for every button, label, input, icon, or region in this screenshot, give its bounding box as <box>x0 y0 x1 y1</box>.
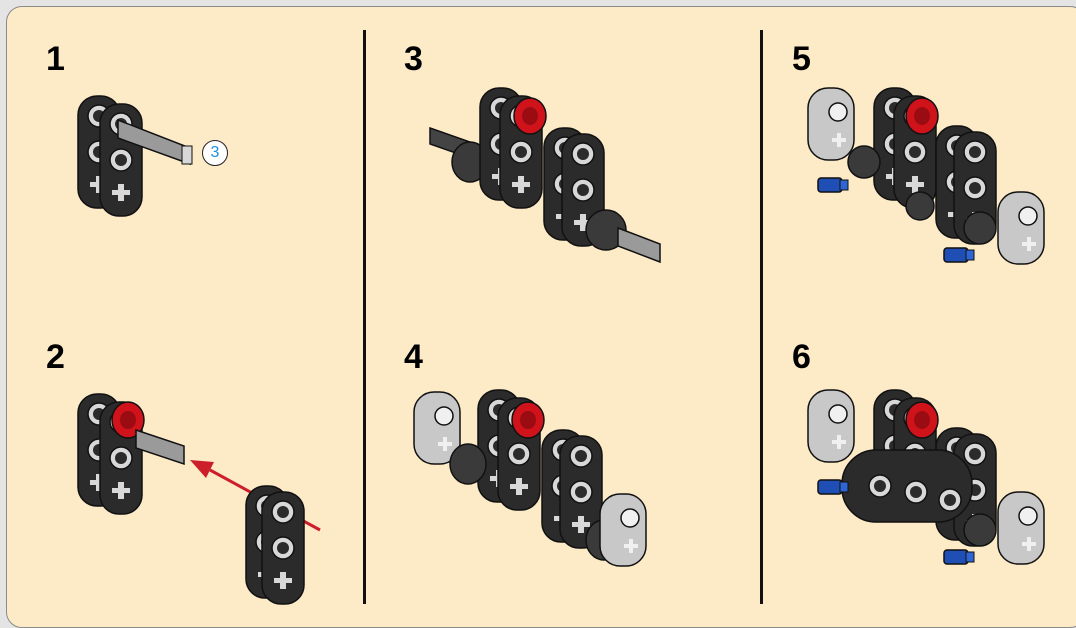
step-number-6: 6 <box>792 338 811 376</box>
step-number-4: 4 <box>404 338 423 376</box>
step-number-1: 1 <box>46 40 65 78</box>
column-divider-2 <box>760 30 763 604</box>
step-3-illustration <box>429 87 661 264</box>
step-number-5: 5 <box>792 40 811 78</box>
step-number-2: 2 <box>46 338 65 376</box>
step-6-illustration <box>807 389 1045 565</box>
step-4-illustration <box>413 389 647 567</box>
step-2-illustration <box>77 393 321 605</box>
quantity-callout: 3 <box>202 140 228 166</box>
column-divider-1 <box>363 30 366 604</box>
step-1-illustration <box>77 95 193 217</box>
step-5-illustration <box>807 87 1045 265</box>
step-number-3: 3 <box>404 40 423 78</box>
